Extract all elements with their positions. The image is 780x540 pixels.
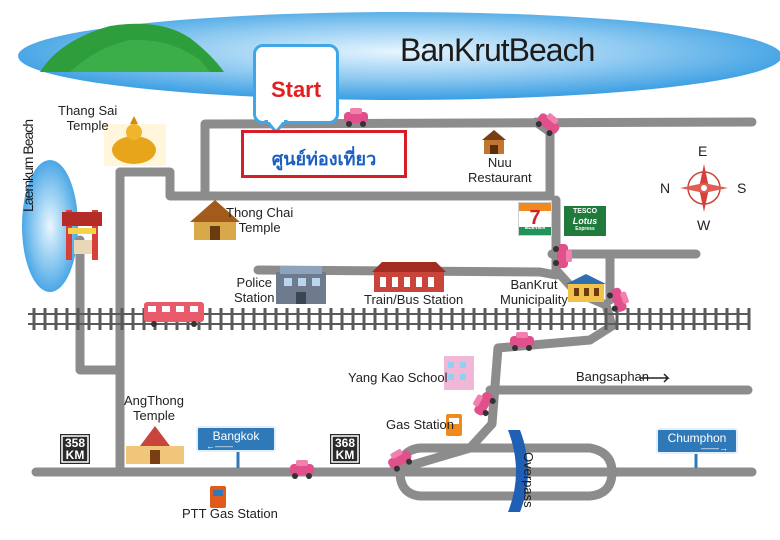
train-station-icon [372,262,446,292]
tesco-line3: Express [575,226,595,232]
car-icon [535,113,560,137]
chumphon-sign-label: Chumphon [667,431,727,445]
car-icon [388,449,413,472]
ptt-gas-station-label: PTT Gas Station [182,506,278,521]
bankrut-municipality-label: BanKrut Municipality [500,277,568,307]
overpass-bridge [508,430,528,512]
km-sign-right-post [330,434,360,464]
start-marker[interactable]: Start [253,44,339,124]
start-pointer-icon [264,120,288,134]
police-station-label: Police Station [234,275,275,305]
car-icon [290,460,314,479]
compass-north: N [660,180,671,196]
railway [28,308,751,330]
nuu-restaurant-label: Nuu Restaurant [468,155,532,185]
cars [290,108,629,479]
chumphon-sign: Chumphon ——→ [656,428,738,454]
lagoon [22,160,78,292]
laemkum-beach-label: Laemkum Beach [20,119,36,212]
municipality-icon [566,274,606,302]
right-arrow-icon: ——→ [701,443,728,453]
compass-south: S [737,180,747,196]
seven-eleven-logo: 7 ELEVEN [518,202,552,236]
overpass-label: Overpass [521,452,536,508]
gas-station-label: Gas Station [386,417,454,432]
roads [31,117,757,501]
car-icon [606,287,629,312]
ang-thong-temple-label: AngThong Temple [124,393,184,423]
laemkum-gate-icon [62,210,102,260]
seven-eleven-text: ELEVEN [524,225,545,231]
seven-numeral: 7 [529,207,541,229]
gas-station-icon [446,414,462,436]
bangkok-sign-label: Bangkok [212,429,260,443]
bangsaphan-label: Bangsaphan [576,369,650,384]
left-arrow-icon: ←—— [206,441,233,451]
km-sign-left: 358 KM [60,435,90,463]
train-icon [144,302,204,327]
train-bus-station-label: Train/Bus Station [364,292,464,307]
thong-chai-temple-icon [190,200,240,240]
km-sign-right-number: 368 [334,436,356,450]
thang-sai-temple-label: Thang Sai Temple [58,103,118,133]
police-station-icon [276,266,326,304]
tesco-line1: TESCO [572,208,598,215]
map-title: BanKrutBeach [400,32,595,68]
nuu-restaurant-icon [482,130,506,154]
start-label: Start [270,77,322,102]
thong-chai-temple-label: Thong Chai Temple [226,205,294,235]
km-sign-left-unit: KM [65,448,85,462]
yang-kao-school-label: Yang Kao School [348,370,448,385]
tourist-info-label: ศูนย์ท่องเที่ยว [271,149,377,170]
tesco-lotus-logo: TESCO Lotus Express [564,206,606,236]
km-sign-right-unit: KM [335,448,355,462]
km-sign-left-post [60,434,90,464]
ptt-gas-station-icon [210,486,226,508]
tesco-line2: Lotus [572,216,598,226]
tourist-info-center[interactable]: ศูนย์ท่องเที่ยว [241,130,407,178]
compass-rose-icon [680,164,728,212]
compass-east: E [698,143,708,159]
car-icon [344,108,368,127]
ang-thong-temple-icon [126,426,184,464]
sea [18,12,780,100]
car-icon [553,244,572,268]
car-icon [510,332,534,351]
km-sign-right: 368 KM [330,435,360,463]
bangsaphan-arrow-icon [640,373,670,383]
school-icon [444,356,474,390]
compass-west: W [697,217,711,233]
km-sign-left-number: 358 [64,436,86,450]
bangkok-sign: Bangkok ←—— [196,426,276,452]
car-icon [473,392,496,417]
thang-sai-temple-icon [104,116,166,166]
